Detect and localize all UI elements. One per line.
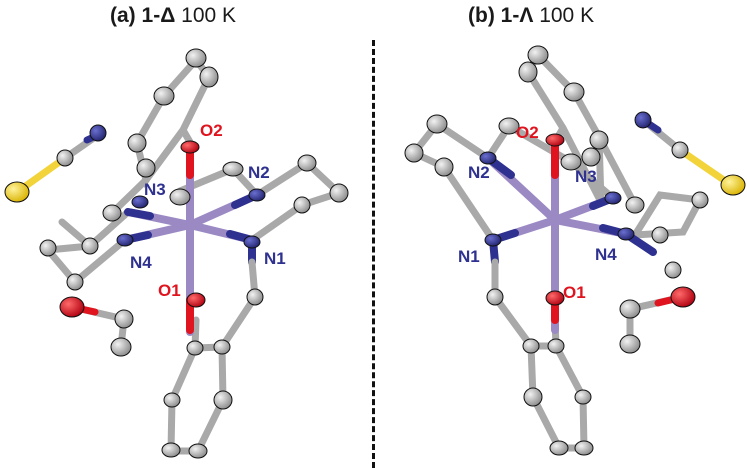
label-o2: O2 bbox=[200, 121, 223, 140]
label-n3: N3 bbox=[144, 180, 166, 199]
panel-b-structure: O2 N2 N3 N1 N4 O1 bbox=[404, 45, 746, 456]
panel-a-tag: (a) bbox=[110, 4, 136, 27]
label-n3: N3 bbox=[575, 167, 597, 186]
label-o1: O1 bbox=[158, 281, 181, 300]
label-n1: N1 bbox=[264, 249, 286, 268]
label-o1: O1 bbox=[563, 283, 586, 302]
panel-b-compound: 1-Λ bbox=[500, 4, 534, 27]
panel-b-temperature: 100 K bbox=[539, 4, 595, 27]
panel-b-title: (b) 1-Λ 100 K bbox=[468, 4, 594, 28]
panel-b-tag: (b) bbox=[468, 4, 495, 27]
panel-divider bbox=[372, 40, 375, 468]
panel-a-structure: O2 N2 N3 N4 N1 O1 bbox=[4, 48, 349, 459]
label-n4: N4 bbox=[595, 245, 617, 264]
label-n4: N4 bbox=[130, 253, 152, 272]
panel-a-compound: 1-Δ bbox=[141, 4, 176, 27]
label-n2: N2 bbox=[248, 163, 270, 182]
label-o2: O2 bbox=[516, 123, 539, 142]
label-n1: N1 bbox=[458, 247, 480, 266]
label-n2: N2 bbox=[468, 163, 490, 182]
panel-a-title: (a) 1-Δ 100 K bbox=[110, 4, 236, 28]
panel-a-temperature: 100 K bbox=[181, 4, 237, 27]
